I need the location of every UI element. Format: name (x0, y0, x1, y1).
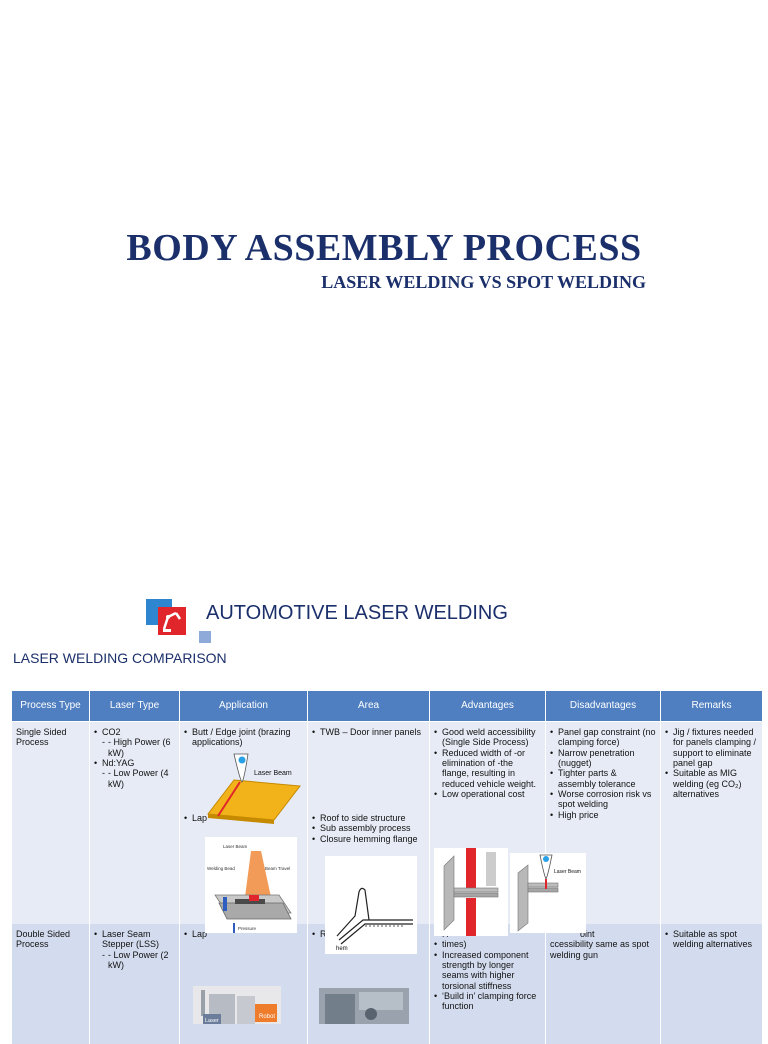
laser-type-cell: Laser Seam Stepper (LSS) - Low Power (2 … (89, 924, 180, 1044)
lap-joint-welding-diagram: Laser Beam Welding Bead Beam Travel Pres… (205, 837, 297, 933)
column-header: Remarks (660, 690, 763, 722)
list-item: Good weld accessibility (Single Side Pro… (434, 727, 541, 748)
list-item: Low operational cost (434, 789, 541, 800)
table-header-row: Process Type Laser Type Application Area… (11, 690, 763, 722)
list-item: Increased component strength by longer s… (434, 950, 541, 991)
laser-beam-label: Laser Beam (254, 770, 292, 777)
cell-text: ccessibility same as spot welding gun (550, 939, 650, 960)
hemming-flange-diagram: hem (325, 856, 417, 954)
welding-bead-label: Welding Bead (207, 866, 235, 871)
laser-beam-right-label: Laser Beam (554, 869, 581, 875)
list-item: Panel gap constraint (no clamping force) (550, 727, 656, 748)
list-item: ‘Build in’ clamping force function (434, 991, 541, 1012)
robot-arm-logo-icon (146, 599, 186, 635)
list-item: Jig / fixtures needed for panels clampin… (665, 727, 758, 768)
table-title: LASER WELDING COMPARISON (13, 650, 227, 666)
list-item: Suitable as spot welding alternatives (665, 929, 758, 950)
list-item: - Low Power (4 kW) (102, 768, 175, 789)
seam-stepper-photo (319, 988, 409, 1024)
bullet-square-icon (199, 631, 211, 643)
disadvantages-cell: oint ccessibility same as spot welding g… (545, 924, 661, 1044)
list-item: Lap (184, 929, 303, 940)
column-header: Area (307, 690, 430, 722)
butt-joint-laser-illustration: Laser Beam (207, 753, 301, 824)
laser-lap-joint-diagram: Laser Beam (510, 853, 586, 933)
advantages-cell: H times) Increased component strength by… (429, 924, 546, 1044)
list-item: High price (550, 810, 656, 821)
laser-welding-comparison-table: Process Type Laser Type Application Area… (11, 690, 763, 1044)
list-item: Tighter parts & assembly tolerance (550, 768, 656, 789)
list-item: Nd:YAG (94, 758, 175, 769)
column-header: Process Type (11, 690, 90, 722)
application-cell: Lap (179, 924, 308, 1044)
laser-type-cell: CO2 - High Power (6 kW) Nd:YAG - Low Pow… (89, 721, 180, 924)
spot-weld-electrode-diagram (434, 848, 508, 936)
list-item: Lap (184, 813, 207, 824)
pressure-label: Pressure (238, 926, 257, 931)
hem-label: hem (336, 946, 348, 952)
list-item: Butt / Edge joint (brazing applications) (184, 727, 303, 748)
cell-text: oint (580, 929, 595, 939)
list-item: CO2 (94, 727, 175, 738)
slide-title: BODY ASSEMBLY PROCESS (126, 227, 642, 269)
list-item: times) (434, 939, 541, 950)
list-item: Sub assembly process (312, 823, 425, 834)
column-header: Application (179, 690, 308, 722)
list-item: - Low Power (2 kW) (102, 950, 175, 971)
slide-subtitle: LASER WELDING VS SPOT WELDING (321, 272, 646, 292)
list-item: Reduced width of -or elimination of -the… (434, 748, 541, 789)
list-item: Roof to side structure (312, 813, 425, 824)
laser-robot-photo: Laser Robot (193, 986, 281, 1024)
list-item: TWB – Door inner panels (312, 727, 425, 738)
laser-beam-small-label: Laser Beam (223, 844, 248, 849)
list-item: Closure hemming flange (312, 834, 425, 845)
list-item: Laser Seam Stepper (LSS) (94, 929, 175, 950)
list-item: Narrow penetration (nugget) (550, 748, 656, 769)
section-heading: AUTOMOTIVE LASER WELDING (206, 602, 508, 624)
beam-travel-label: Beam Travel (265, 866, 290, 871)
column-header: Advantages (429, 690, 546, 722)
process-type-cell: Double Sided Process (11, 924, 90, 1044)
list-item: - High Power (6 kW) (102, 737, 175, 758)
laser-photo-label: Laser (205, 1018, 219, 1024)
robot-label: Robot (259, 1014, 275, 1020)
column-header: Laser Type (89, 690, 180, 722)
remarks-cell: Jig / fixtures needed for panels clampin… (660, 721, 763, 924)
remarks-cell: Suitable as spot welding alternatives (660, 924, 763, 1044)
list-item: Suitable as MIG welding (eg CO₂) alterna… (665, 768, 758, 799)
process-type-cell: Single Sided Process (11, 721, 90, 924)
column-header: Disadvantages (545, 690, 661, 722)
list-item: Worse corrosion risk vs spot welding (550, 789, 656, 810)
